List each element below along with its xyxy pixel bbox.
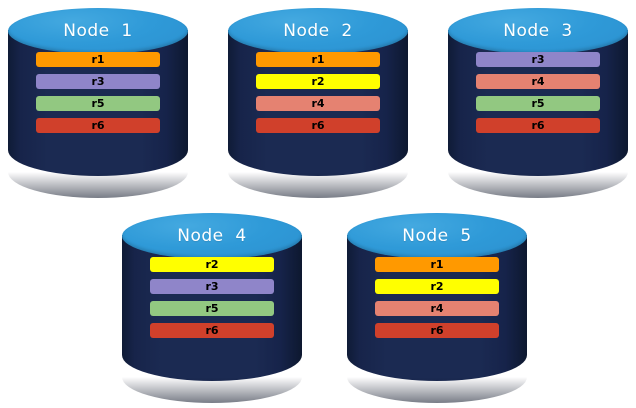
node-cylinder-1: Node 1 r1 r3 r5 r6	[8, 8, 188, 198]
replica-bar: r3	[150, 279, 274, 294]
node-cylinder-4: Node 4 r2 r3 r5 r6	[122, 213, 302, 403]
replica-bar: r1	[375, 257, 499, 272]
replica-bar: r6	[150, 323, 274, 338]
replica-bar: r5	[150, 301, 274, 316]
replica-bar: r6	[476, 118, 600, 133]
replica-bar: r6	[256, 118, 380, 133]
replica-bar: r2	[256, 74, 380, 89]
replica-list: r1 r3 r5 r6	[36, 52, 160, 133]
replica-bar: r5	[36, 96, 160, 111]
node-label: Node 4	[177, 226, 247, 246]
cylinder-top-ellipse-icon	[448, 8, 628, 54]
replica-bar: r3	[476, 52, 600, 67]
replica-bar: r2	[375, 279, 499, 294]
node-label: Node 3	[503, 21, 573, 41]
replica-list: r2 r3 r5 r6	[150, 257, 274, 338]
replica-bar: r5	[476, 96, 600, 111]
replica-bar: r2	[150, 257, 274, 272]
replica-bar: r4	[476, 74, 600, 89]
replica-bar: r1	[256, 52, 380, 67]
node-cylinder-5: Node 5 r1 r2 r4 r6	[347, 213, 527, 403]
replica-bar: r4	[256, 96, 380, 111]
node-label: Node 2	[283, 21, 353, 41]
node-label: Node 1	[63, 21, 133, 41]
replica-list: r1 r2 r4 r6	[256, 52, 380, 133]
replica-bar: r6	[36, 118, 160, 133]
node-label: Node 5	[402, 226, 472, 246]
cylinder-top-ellipse-icon	[122, 213, 302, 259]
replica-bar: r6	[375, 323, 499, 338]
replica-bar: r3	[36, 74, 160, 89]
cylinder-top-ellipse-icon	[8, 8, 188, 54]
node-cylinder-3: Node 3 r3 r4 r5 r6	[448, 8, 628, 198]
replica-bar: r4	[375, 301, 499, 316]
node-cylinder-2: Node 2 r1 r2 r4 r6	[228, 8, 408, 198]
cylinder-top-ellipse-icon	[347, 213, 527, 259]
replica-bar: r1	[36, 52, 160, 67]
replica-list: r3 r4 r5 r6	[476, 52, 600, 133]
replica-list: r1 r2 r4 r6	[375, 257, 499, 338]
cylinder-top-ellipse-icon	[228, 8, 408, 54]
